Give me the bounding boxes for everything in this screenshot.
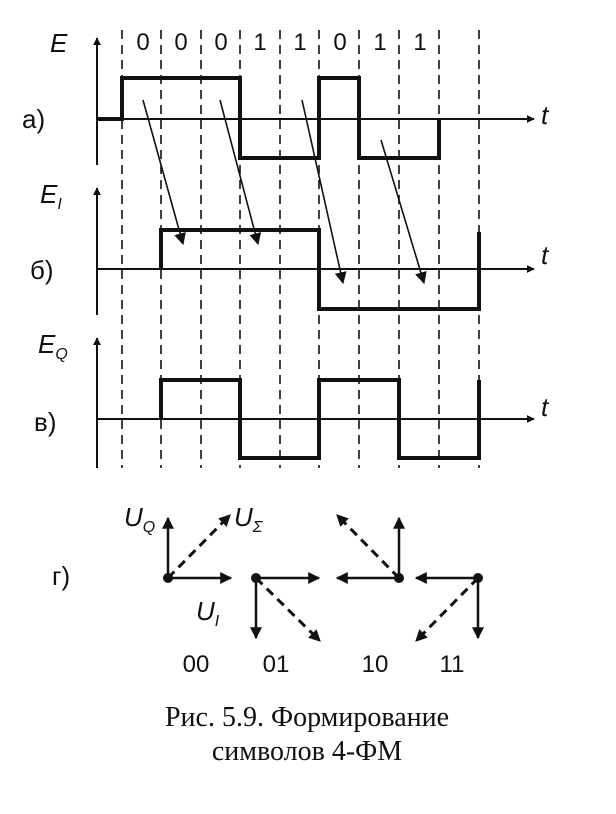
t-label-a: t [541, 100, 550, 130]
origin-dot [251, 573, 261, 583]
mapping-arrow [301, 99, 347, 285]
vector-usum [166, 513, 232, 580]
pair-label-10: 10 [362, 651, 389, 678]
caption-line-1: Рис. 5.9. Формирование [165, 702, 449, 733]
axis-label-ei: EI [40, 179, 62, 213]
caption-line-2: символов 4-ФМ [212, 736, 402, 767]
axis-label-eq-sub: Q [55, 346, 67, 363]
origin-dot [473, 573, 483, 583]
signal-q [159, 378, 481, 460]
slot-boundaries [121, 30, 480, 468]
pair-label-11: 11 [440, 651, 465, 678]
axis-label-ei-sub: I [57, 196, 62, 213]
bit-label: 1 [373, 29, 386, 56]
pair-label-00: 00 [183, 651, 210, 678]
label-ui-sub: I [215, 613, 220, 630]
bit-label: 0 [136, 29, 149, 56]
bit-sequence: 0 0 0 1 1 0 1 1 [136, 29, 426, 56]
axis-label-ei-main: E [40, 179, 58, 209]
label-uq: UQ [124, 502, 155, 536]
panel-label-a: а) [22, 104, 45, 134]
label-usum: UΣ [234, 502, 264, 536]
vector-01 [250, 572, 322, 643]
axis-label-e: E [50, 28, 68, 58]
label-usum-sub: Σ [252, 519, 264, 536]
mapping-arrows [142, 99, 427, 285]
t-label-v: t [541, 392, 550, 422]
vector-usum [414, 576, 480, 643]
vector-usum [335, 513, 401, 580]
time-axes [97, 115, 535, 423]
label-ui: UI [196, 596, 220, 630]
pair-label-01: 01 [263, 651, 290, 678]
bit-label: 1 [413, 29, 426, 56]
label-uq-main: U [124, 502, 143, 532]
mapping-arrow [380, 139, 427, 285]
t-label-b: t [541, 240, 550, 270]
label-ui-main: U [196, 596, 215, 626]
label-usum-main: U [234, 502, 253, 532]
bit-label: 0 [333, 29, 346, 56]
bit-label: 1 [253, 29, 266, 56]
vector-usum [254, 576, 322, 643]
origin-dot [163, 573, 173, 583]
vector-10 [335, 513, 405, 584]
signal-i [159, 228, 481, 311]
origin-dot [394, 573, 404, 583]
panel-label-b: б) [30, 255, 54, 285]
vector-00 [162, 513, 233, 584]
panel-label-v: в) [34, 407, 56, 437]
axis-label-eq-main: E [38, 329, 56, 359]
panel-label-g: г) [52, 561, 70, 591]
axis-label-eq: EQ [38, 329, 68, 363]
bit-label: 0 [214, 29, 227, 56]
label-uq-sub: Q [143, 519, 155, 536]
mapping-arrow [142, 99, 186, 246]
bit-label: 1 [293, 29, 306, 56]
mapping-arrow [219, 99, 262, 246]
bit-label: 0 [174, 29, 187, 56]
vector-11 [414, 572, 484, 643]
